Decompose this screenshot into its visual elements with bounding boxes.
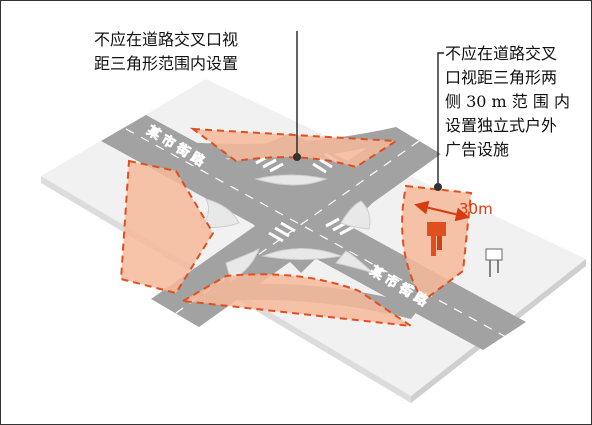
sight-triangle-bottom xyxy=(179,273,412,327)
callout-right-leader xyxy=(437,52,444,187)
dimension-arrow xyxy=(414,200,470,222)
callout-right-line-5: 广告设施 xyxy=(445,140,509,159)
callout-right-line-1: 不应在道路交叉 xyxy=(445,44,557,63)
sight-triangle-top xyxy=(189,127,400,169)
callout-left-line-2: 距三角形范围内设置 xyxy=(94,54,238,73)
callout-right-line-3: 侧 30 m 范 围 内 xyxy=(445,92,570,111)
dimension-30m: 30m xyxy=(414,200,493,222)
sight-triangle-left xyxy=(119,159,215,295)
traffic-islands xyxy=(199,174,374,282)
callout-left-line-1: 不应在道路交叉口视 xyxy=(94,30,238,49)
dimension-label: 30m xyxy=(459,200,493,218)
callout-left-dot xyxy=(293,153,301,161)
junction-area xyxy=(201,133,393,273)
callout-left: 不应在道路交叉口视 距三角形范围内设置 xyxy=(94,30,238,73)
billboard-icon-small xyxy=(485,248,503,277)
callout-right: 不应在道路交叉 口视距三角形两 侧 30 m 范 围 内 设置独立式户外 广告设… xyxy=(445,44,570,159)
lane-marking-a xyxy=(125,128,507,338)
billboard-icon xyxy=(427,222,446,256)
callout-right-line-4: 设置独立式户外 xyxy=(445,116,557,135)
callout-right-dot xyxy=(434,183,442,191)
callout-right-line-2: 口视距三角形两 xyxy=(445,68,557,87)
